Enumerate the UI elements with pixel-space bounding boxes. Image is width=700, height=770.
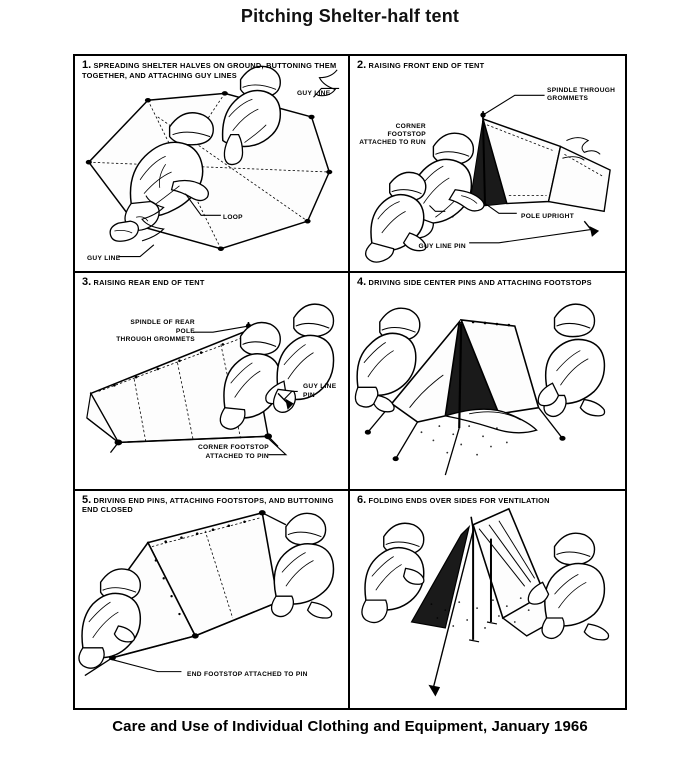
guy-line-pin-held: [277, 393, 294, 411]
label-guy-line-pin-3: GUY LINE PIN: [303, 383, 337, 399]
panel-2-caption-text: RAISING FRONT END OF TENT: [368, 61, 485, 70]
soldier-right-4: [537, 303, 606, 418]
leader-end-footstop: [112, 658, 182, 672]
panel-1: 1. SPREADING SHELTER HALVES ON GROUND, B…: [75, 56, 350, 274]
panel-2: 2. RAISING FRONT END OF TENT: [350, 56, 625, 274]
soldier-left-5: [78, 567, 142, 669]
leader-guy-line-top: [313, 87, 340, 98]
label-pole-upright: POLE UPRIGHT: [521, 213, 575, 220]
tent-front-raised: [468, 117, 611, 213]
panel-1-number: 1.: [82, 59, 92, 71]
leader-pole-upright: [484, 203, 517, 214]
panel-6-illustration: [361, 507, 610, 697]
panel-3-caption: 3. RAISING REAR END OF TENT: [82, 276, 343, 289]
guy-line-pin: [583, 220, 600, 237]
panel-grid: 1. SPREADING SHELTER HALVES ON GROUND, B…: [75, 56, 625, 708]
guy-pin-front: [428, 684, 441, 697]
panel-2-illustration: [364, 94, 611, 263]
panel-3: 3. RAISING REAR END OF TENT: [75, 273, 350, 491]
panel-1-caption: 1. SPREADING SHELTER HALVES ON GROUND, B…: [82, 59, 343, 80]
panel-4-illustration: [354, 303, 606, 476]
label-spindle-through-grommets: SPINDLE THROUGH GROMMETS: [547, 87, 616, 103]
tent-erected: [364, 319, 566, 476]
leader-spindle-rear: [193, 325, 249, 334]
soldier-front: [402, 132, 485, 239]
label-corner-footstop-attached-to-run: CORNER FOOTSTOP ATTACHED TO RUN: [359, 123, 426, 147]
soldier-foreground: [109, 112, 214, 242]
panel-2-caption: 2. RAISING FRONT END OF TENT: [357, 59, 620, 71]
soldier-left-4: [354, 307, 421, 413]
leader-loop: [184, 193, 221, 216]
panel-3-caption-text: RAISING REAR END OF TENT: [93, 278, 205, 288]
panel-5-caption-text: DRIVING END PINS, ATTACHING FOOTSTOPS, A…: [82, 495, 334, 515]
soldier-rear-pole: [219, 322, 282, 431]
panel-1-illustration: [85, 65, 340, 258]
panel-4-caption-text: DRIVING SIDE CENTER PINS AND ATTACHING F…: [368, 278, 592, 288]
panel-1-caption-text: SPREADING SHELTER HALVES ON GROUND, BUTT…: [82, 61, 337, 80]
panel-4-caption: 4. DRIVING SIDE CENTER PINS AND ATTACHIN…: [357, 276, 620, 289]
label-guy-line-pin: GUY LINE PIN: [418, 243, 466, 250]
pole-upright: [482, 120, 487, 206]
panel-6-caption-text: FOLDING ENDS OVER SIDES FOR VENTILATION: [368, 495, 550, 505]
footer-caption: Care and Use of Individual Clothing and …: [112, 718, 588, 735]
page-title: Pitching Shelter-half tent: [240, 6, 460, 26]
guy-line-squiggle-2: [317, 69, 338, 97]
panel-5-number: 5.: [82, 493, 92, 506]
leader-guy-line-bottom: [118, 244, 155, 258]
footstop-pins: [109, 433, 279, 454]
panel-5-illustration: [78, 509, 335, 676]
panel-2-number: 2.: [357, 59, 367, 71]
soldier-right-6: [527, 532, 610, 641]
label-spindle-of-rear-pole: SPINDLE OF REAR POLE THROUGH GROMMETS: [116, 319, 195, 343]
label-end-footstop-attached-to-pin: END FOOTSTOP ATTACHED TO PIN: [187, 670, 308, 678]
panel-4: 4. DRIVING SIDE CENTER PINS AND ATTACHIN…: [350, 273, 625, 491]
soldier-right: [265, 303, 335, 414]
leader-corner-footstop: [429, 205, 446, 212]
label-guy-line-top: GUY LINE: [297, 90, 331, 97]
soldier-left-6: [361, 522, 425, 623]
panel-4-number: 4.: [357, 276, 367, 289]
center-pole: [458, 324, 463, 429]
guy-line-squiggle: [141, 195, 165, 242]
leader-guy-line-pin: [469, 228, 595, 244]
panel-3-number: 3.: [82, 276, 92, 289]
soldier-right-5: [270, 512, 335, 619]
label-corner-footstop-attached-to-pin: CORNER FOOTSTOP ATTACHED TO PIN: [197, 444, 269, 460]
soldier-left: [364, 171, 427, 263]
panel-5: 5. DRIVING END PINS, ATTACHING FOOTSTOPS…: [75, 490, 350, 708]
leader-corner-footstop-3: [267, 438, 288, 456]
label-loop: LOOP: [223, 214, 243, 221]
figure-frame: 1. SPREADING SHELTER HALVES ON GROUND, B…: [73, 54, 627, 710]
panel-5-caption: 5. DRIVING END PINS, ATTACHING FOOTSTOPS…: [82, 493, 343, 515]
panel-6-number: 6.: [357, 493, 367, 506]
soldier-background: [221, 65, 282, 166]
front-guy-line: [432, 530, 474, 688]
leader-spindle: [482, 94, 545, 116]
panel-6-caption: 6. FOLDING ENDS OVER SIDES FOR VENTILATI…: [357, 493, 620, 506]
leader-guy-line-pin-3: [283, 391, 298, 401]
panel-3-illustration: [86, 303, 335, 456]
panel-6: 6. FOLDING ENDS OVER SIDES FOR VENTILATI…: [350, 490, 625, 708]
label-guy-line-bottom: GUY LINE: [87, 255, 121, 262]
